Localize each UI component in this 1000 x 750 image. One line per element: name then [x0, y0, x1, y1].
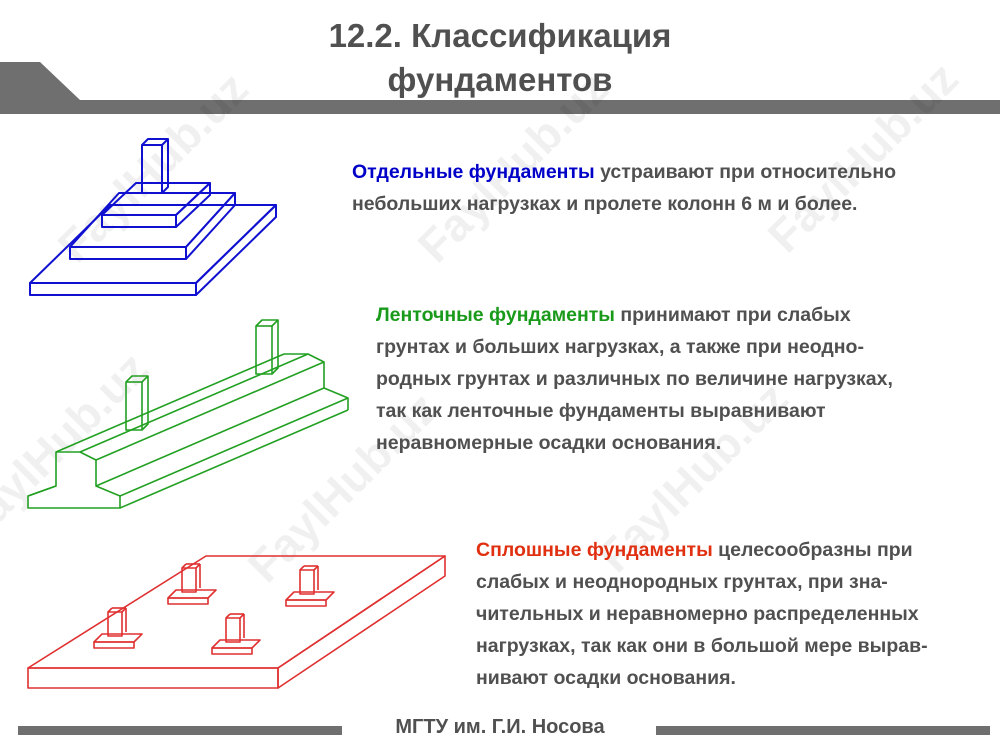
- strip-foundation-text-line: неравномерные осадки основания.: [376, 432, 722, 454]
- pedestal: [167, 563, 217, 605]
- isolated-foundation-figure: [29, 138, 277, 296]
- strip-foundation-text: Ленточные фундаменты принимают при слабы…: [376, 299, 893, 459]
- pedestal: [211, 613, 261, 655]
- isolated-foundation-text-line: небольших нагрузках и пролете колонн 6 м…: [352, 193, 858, 215]
- page-title: 12.2. Классификация фундаментов: [0, 14, 1000, 102]
- mat-foundation-text-line: нивают осадки основания.: [476, 667, 736, 689]
- mat-foundation-lead: Сплошные фундаменты: [476, 539, 713, 561]
- mat-foundation-text-line: нагрузках, так как они в большой мере вы…: [476, 635, 928, 657]
- isolated-foundation-text: Отдельные фундаменты устраивают при отно…: [352, 156, 896, 220]
- strip-foundation-text-line-1: принимают при слабых: [614, 304, 851, 326]
- footer-bar-right: [656, 726, 990, 735]
- pedestal: [285, 565, 335, 607]
- title-line-1: 12.2. Классификация: [328, 17, 672, 54]
- mat-foundation-text-line-1: целесообразны при: [712, 539, 913, 561]
- isolated-foundation-lead: Отдельные фундаменты: [352, 161, 595, 183]
- title-line-2: фундаментов: [387, 61, 613, 98]
- mat-foundation-text-line: слабых и неоднородных грунтах, при зна-: [476, 571, 888, 593]
- footer-bar-left: [18, 726, 342, 735]
- footer-text: МГТУ им. Г.И. Носова: [395, 716, 605, 738]
- strip-foundation-text-line: грунтах и больших нагрузках, а также при…: [376, 336, 864, 358]
- isolated-foundation-text-line-1: устраивают при относительно: [594, 161, 897, 183]
- strip-foundation-text-line: родных грунтах и различных по величине н…: [376, 368, 893, 390]
- mat-foundation-text: Сплошные фундаменты целесообразны при сл…: [476, 534, 928, 694]
- pedestal: [93, 607, 143, 649]
- mat-foundation-text-line: чительных и неравномерно распределенных: [476, 603, 919, 625]
- strip-foundation-figure: [27, 319, 349, 509]
- strip-foundation-text-line: так как ленточные фундаменты выравнивают: [376, 400, 826, 422]
- header-band: [0, 62, 1000, 114]
- mat-foundation-figure: [27, 555, 446, 689]
- strip-foundation-lead: Ленточные фундаменты: [376, 304, 615, 326]
